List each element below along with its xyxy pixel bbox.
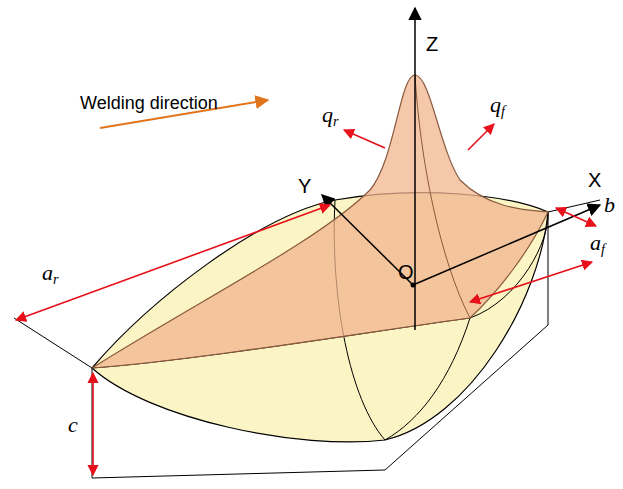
dimension-label: ar [42,262,59,286]
heat-flux-surface [92,75,548,368]
flux-label: qr [322,104,339,128]
heat-flux-ridge [415,75,470,318]
flux-label: qf [490,94,505,118]
dimension-label: af [590,232,605,256]
origin-label: O [398,262,414,282]
axis-label: Y [298,176,311,196]
axis-label: X [588,170,601,190]
coordinate-axes [322,8,600,330]
dimension-arrows [16,124,596,475]
direction-label: Welding direction [80,94,218,112]
origin-point [411,283,416,288]
axis-label: Z [426,34,438,54]
dimension-label: b [604,194,615,216]
dimension-label: c [68,414,78,436]
